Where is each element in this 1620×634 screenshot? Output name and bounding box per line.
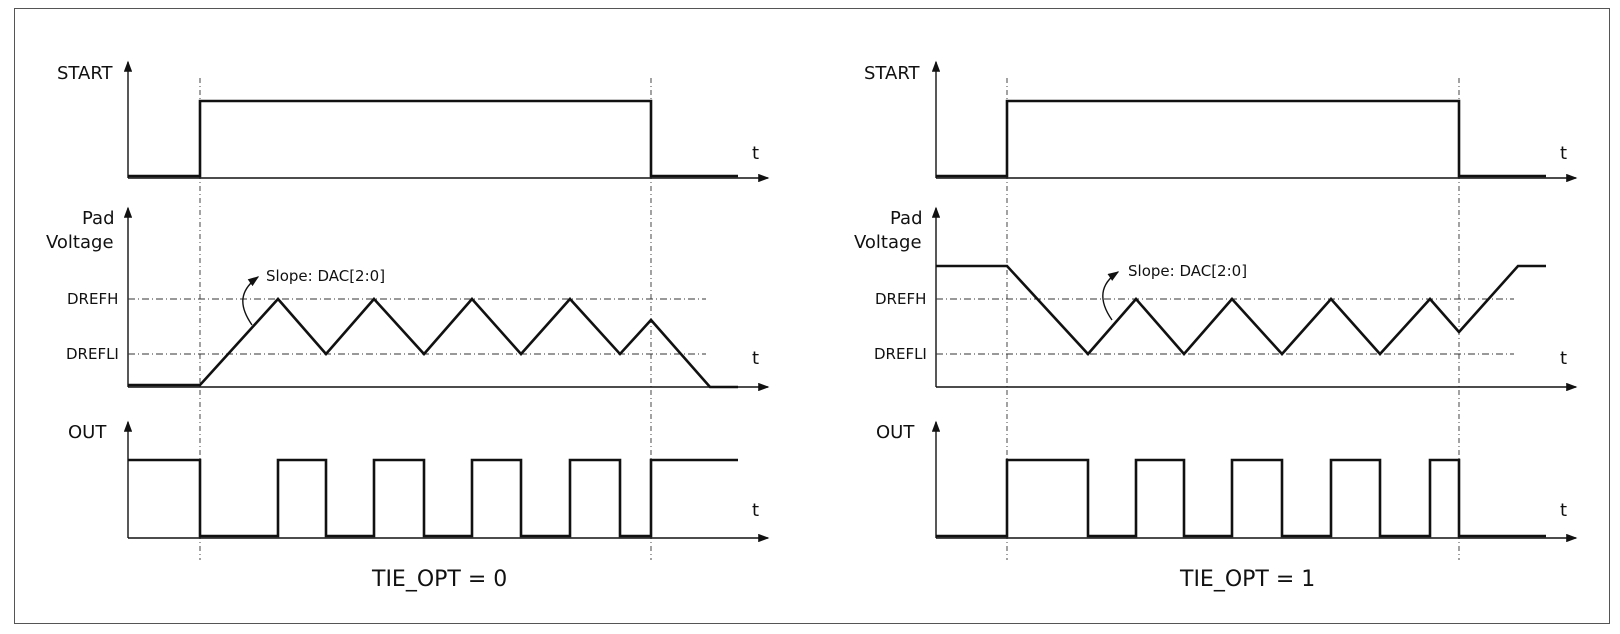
- out-signal: [936, 458, 1546, 538]
- out-t-label: t: [1560, 500, 1567, 521]
- drefl-label: DREFLI: [874, 345, 927, 363]
- out-label: OUT: [876, 422, 915, 443]
- start-label: START: [864, 63, 921, 84]
- caption-tie-opt-0: TIE_OPT = 0: [371, 567, 507, 592]
- drefh-label: DREFH: [875, 290, 926, 308]
- panel-tie-opt-0: START t Pad Voltage t DREFH DREFLI Slope…: [46, 60, 770, 592]
- start-signal: [128, 99, 738, 178]
- pad-label-line2: Voltage: [854, 232, 922, 253]
- pad-voltage-signal: [936, 264, 1546, 356]
- out-label: OUT: [68, 422, 107, 443]
- slope-arrow: [242, 276, 260, 326]
- pad-voltage-signal: [128, 297, 738, 389]
- pad-label-line1: Pad: [82, 208, 115, 229]
- pad-t-label: t: [752, 348, 759, 369]
- panel-tie-opt-1: START t Pad Voltage t DREFH DREFLI Slope…: [854, 60, 1578, 592]
- out-signal: [128, 458, 738, 538]
- out-t-label: t: [752, 500, 759, 521]
- drefl-label: DREFLI: [66, 345, 119, 363]
- start-t-label: t: [1560, 143, 1567, 164]
- pad-t-label: t: [1560, 348, 1567, 369]
- pad-label-line1: Pad: [890, 208, 923, 229]
- slope-label: Slope: DAC[2:0]: [1128, 262, 1247, 280]
- drefh-label: DREFH: [67, 290, 118, 308]
- slope-arrow: [1102, 271, 1120, 321]
- start-label: START: [57, 63, 114, 84]
- start-signal: [936, 99, 1546, 178]
- caption-tie-opt-1: TIE_OPT = 1: [1179, 567, 1315, 592]
- start-t-label: t: [752, 143, 759, 164]
- slope-label: Slope: DAC[2:0]: [266, 267, 385, 285]
- diagram-frame: [14, 8, 1610, 624]
- pad-label-line2: Voltage: [46, 232, 114, 253]
